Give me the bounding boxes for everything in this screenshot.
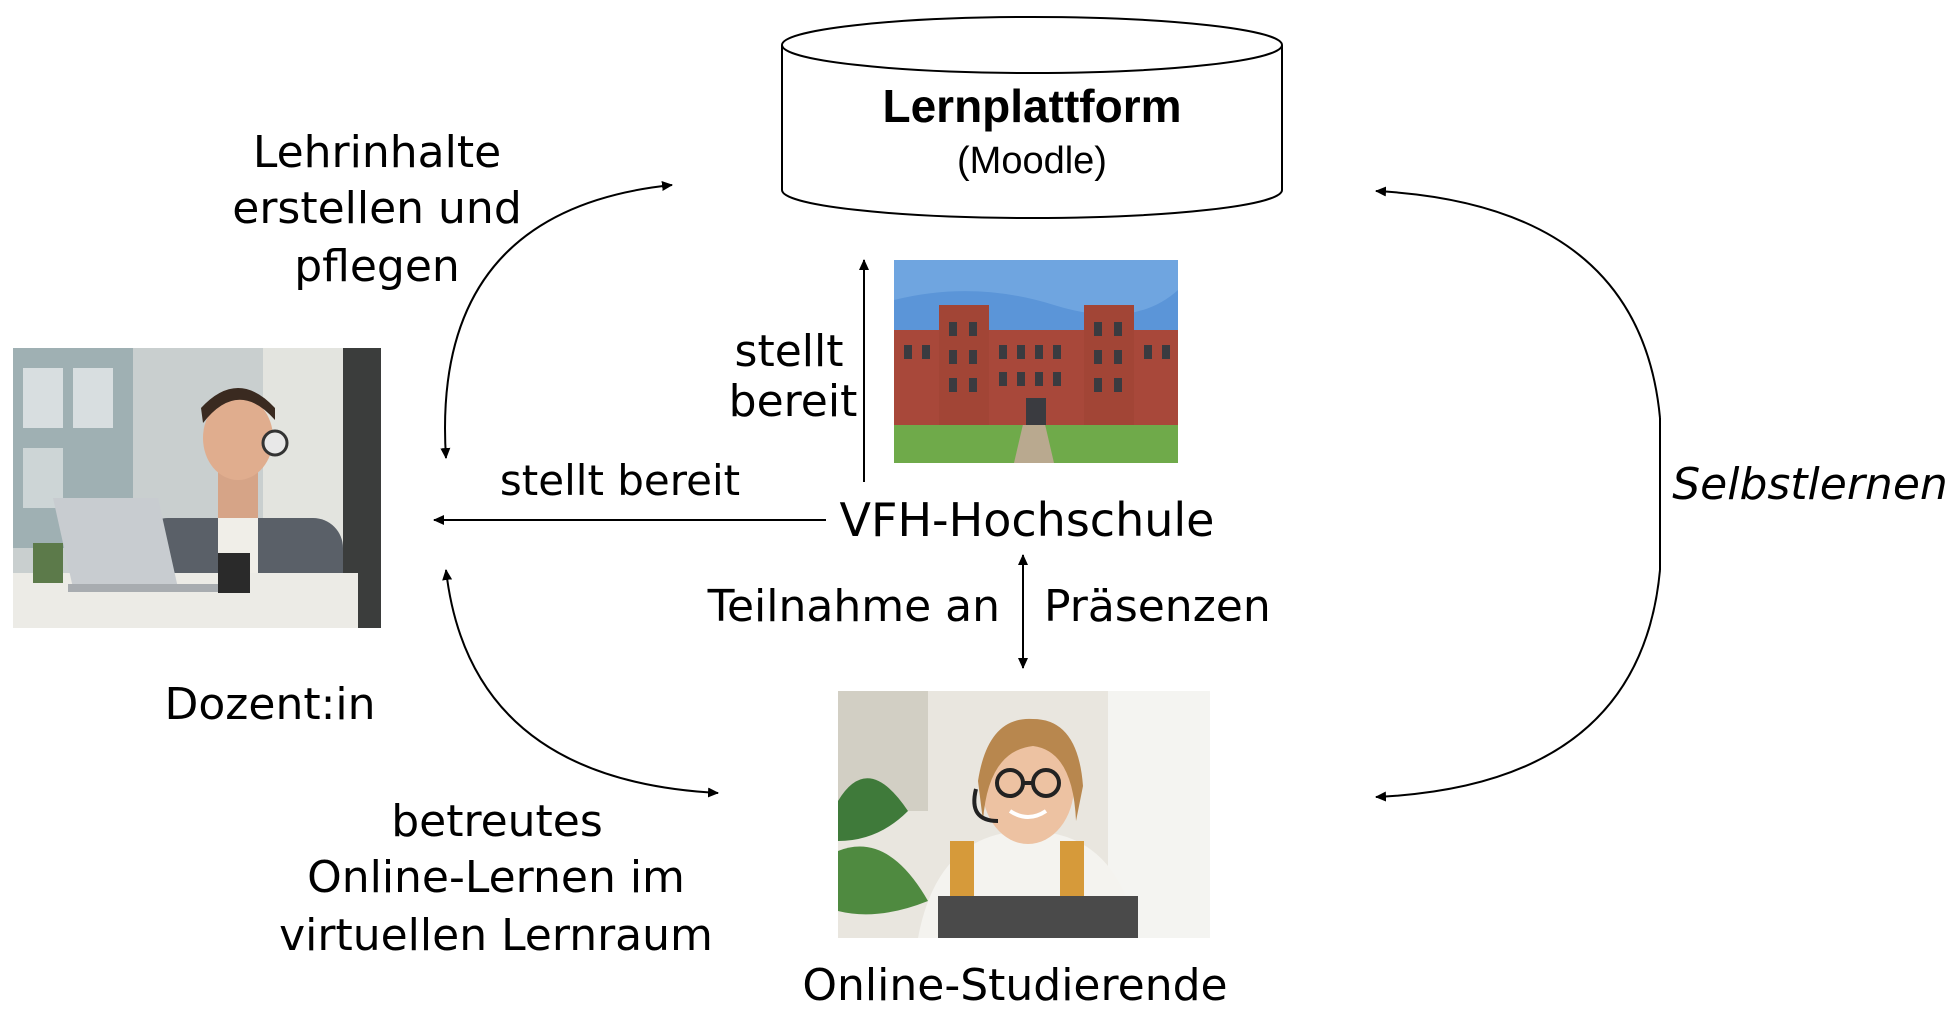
label-betreutes-line2: Online-Lernen im — [307, 852, 685, 903]
label-studierende: Online-Studierende — [802, 960, 1228, 1011]
label-hochschule: VFH-Hochschule — [839, 493, 1215, 547]
platform-title: Lernplattform — [882, 80, 1182, 132]
arrow-selbstlernen-bottom — [1375, 569, 1661, 802]
label-lehrinhalte-line3: pflegen — [294, 241, 460, 292]
label-stellt-bereit-vertical-line2: bereit — [728, 376, 858, 427]
label-betreutes-line3: virtuellen Lernraum — [279, 910, 713, 961]
arrow-lehrinhalte — [440, 181, 673, 459]
arrow-betreutes — [442, 569, 719, 798]
lecturer-photo — [13, 348, 381, 628]
label-teilnahme-left: Teilnahme an — [707, 581, 1000, 632]
label-lehrinhalte-line1: Lehrinhalte — [252, 127, 502, 178]
student-photo — [838, 691, 1210, 938]
label-teilnahme-right: Präsenzen — [1044, 581, 1271, 632]
label-selbstlernen: Selbstlernen — [1672, 459, 1948, 510]
label-dozent: Dozent:in — [164, 679, 376, 730]
label-stellt-bereit-horizontal: stellt bereit — [499, 456, 741, 505]
label-lehrinhalte-line2: erstellen und — [232, 183, 522, 234]
label-stellt-bereit-vertical-line1: stellt — [734, 326, 844, 377]
platform-cylinder — [781, 16, 1283, 219]
label-betreutes-line1: betreutes — [391, 796, 603, 847]
university-building-photo — [894, 260, 1178, 463]
arrow-selbstlernen-top — [1375, 186, 1661, 419]
platform-subtitle: (Moodle) — [957, 140, 1107, 182]
